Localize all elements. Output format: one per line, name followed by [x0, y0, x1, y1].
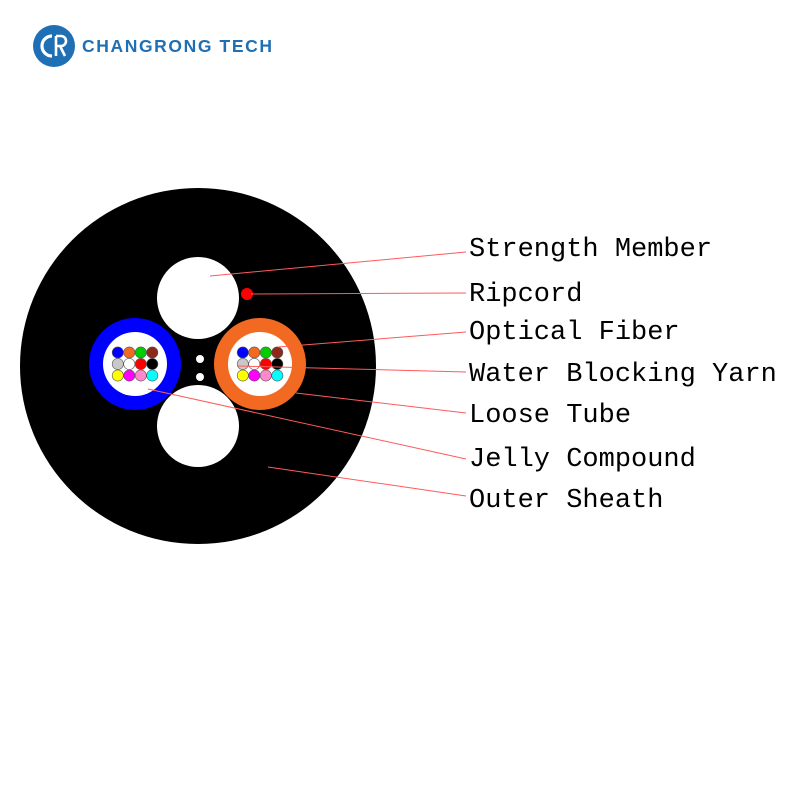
optical-fiber-right-6: [248, 358, 261, 370]
loose-tube-left: [89, 318, 181, 410]
optical-fiber-left-6: [123, 358, 136, 370]
leader-line-ripcord: [250, 292, 467, 295]
label-outer-sheath: Outer Sheath: [469, 486, 663, 516]
optical-fiber-left-11: [134, 369, 147, 382]
fiber-bundle-left: [111, 346, 159, 382]
strength-member-bottom: [157, 385, 239, 467]
brand-name: CHANGRONG TECH: [82, 35, 274, 56]
optical-fiber-right-2: [248, 346, 261, 359]
optical-fiber-left-9: [111, 369, 124, 382]
optical-fiber-left-12: [146, 369, 159, 382]
outer-sheath: [20, 188, 376, 544]
optical-fiber-right-10: [248, 369, 261, 382]
optical-fiber-left-7: [134, 358, 147, 370]
optical-fiber-right-7: [259, 358, 272, 370]
loose-tube-right: [214, 318, 306, 410]
optical-fiber-right-3: [259, 346, 272, 359]
optical-fiber-left-4: [146, 346, 159, 359]
optical-fiber-right-11: [259, 369, 272, 382]
optical-fiber-right-5: [236, 358, 249, 370]
strength-member-top: [157, 257, 239, 339]
optical-fiber-right-4: [271, 346, 284, 359]
optical-fiber-left-5: [111, 358, 124, 370]
optical-fiber-left-3: [134, 346, 147, 359]
leader-line-water-blocking-yarn: [237, 365, 467, 373]
brand-logo: CHANGRONG TECH: [32, 24, 274, 68]
leader-line-optical-fiber: [277, 331, 467, 348]
label-jelly-compound: Jelly Compound: [469, 445, 696, 475]
optical-fiber-left-10: [123, 369, 136, 382]
optical-fiber-right-8: [271, 358, 284, 370]
label-ripcord: Ripcord: [469, 280, 582, 310]
label-loose-tube: Loose Tube: [469, 401, 631, 431]
optical-fiber-right-9: [236, 369, 249, 382]
cr-monogram-logo-icon: [33, 25, 75, 67]
optical-fiber-left-8: [146, 358, 159, 370]
optical-fiber-left-1: [111, 346, 124, 359]
leader-line-outer-sheath: [267, 466, 467, 497]
leader-line-jelly-compound: [147, 388, 467, 460]
leader-line-loose-tube: [295, 392, 467, 414]
label-optical-fiber: Optical Fiber: [469, 318, 680, 348]
leader-line-strength-member: [209, 251, 467, 277]
label-strength-member: Strength Member: [469, 235, 712, 265]
label-water-blocking-yarn: Water Blocking Yarn: [469, 360, 777, 390]
water-blocking-yarn-top: [196, 355, 204, 363]
optical-fiber-left-2: [123, 346, 136, 359]
ripcord: [241, 288, 253, 300]
water-blocking-yarn-bottom: [196, 373, 204, 381]
optical-fiber-right-12: [271, 369, 284, 382]
optical-fiber-right-1: [236, 346, 249, 359]
fiber-bundle-right: [236, 346, 284, 382]
